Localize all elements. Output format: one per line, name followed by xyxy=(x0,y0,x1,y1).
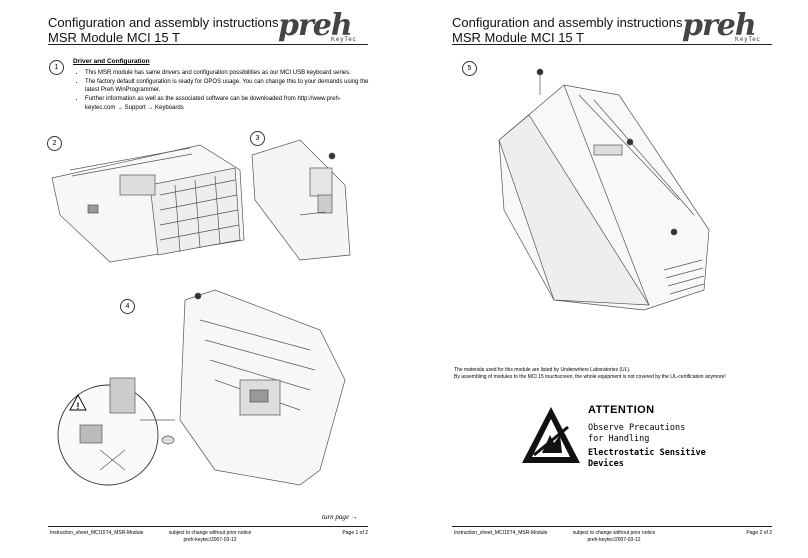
footer-center: subject to change without prior notice p… xyxy=(564,530,664,543)
section-heading: Driver and Configuration xyxy=(73,58,150,65)
header-rule xyxy=(48,44,368,45)
bullet-item: Further information as well as the assoc… xyxy=(85,95,370,112)
ul-note-line-2: By assembling of modules to the MCI 15 t… xyxy=(454,373,726,380)
page-title: Configuration and assembly instructions … xyxy=(48,15,279,45)
assembly-illustrations: ! xyxy=(51,139,351,486)
figure-2-monitor-back xyxy=(51,144,245,263)
attention-line-4: Devices xyxy=(588,459,624,469)
turn-page-hint: turn page → xyxy=(322,513,358,521)
step-3-marker: 3 xyxy=(250,131,265,146)
page-title: Configuration and assembly instructions … xyxy=(452,15,683,45)
esd-warning-icon xyxy=(522,407,580,463)
attention-line-2: for Handling xyxy=(588,434,650,444)
logo-sub-text: KeyTec xyxy=(735,37,761,43)
bullet-list: This MSR module has same drivers and con… xyxy=(73,69,370,113)
bullet-item: The factory default configuration is rea… xyxy=(85,78,370,95)
footer-center-line-2: preh-keytec/2007-03-12 xyxy=(587,536,641,543)
logo-sub-text: KeyTec xyxy=(331,37,357,43)
figure-3-detail xyxy=(251,139,351,261)
header-rule xyxy=(452,44,772,45)
footer-rule xyxy=(452,526,772,527)
figure-5-assembly xyxy=(498,68,710,311)
logo-main-text: preh xyxy=(278,8,353,43)
svg-text:!: ! xyxy=(77,401,80,411)
ul-note-line-1: The materials used for this module are l… xyxy=(454,367,631,373)
bullet-item: This MSR module has same drivers and con… xyxy=(85,69,370,77)
footer-rule xyxy=(48,526,368,527)
footer-center-line-2: preh-keytec/2007-03-12 xyxy=(183,536,237,543)
esd-attention-box: ATTENTION Observe Precautions for Handli… xyxy=(520,400,710,475)
attention-line-3: Electrostatic Sensitive xyxy=(588,448,706,458)
footer-left: Instruction_sheet_MCI15T4_MSR-Module xyxy=(454,530,548,536)
footer-page-number: Page 1 of 2 xyxy=(342,530,368,536)
title-line-2: MSR Module MCI 15 T xyxy=(48,30,180,45)
page-2: Configuration and assembly instructions … xyxy=(404,0,808,558)
step-2-marker: 2 xyxy=(47,136,62,151)
step-5-marker: 5 xyxy=(462,61,477,76)
title-line-1: Configuration and assembly instructions xyxy=(48,15,279,30)
step-1-marker: 1 xyxy=(49,60,64,75)
footer-center-line-1: subject to change without prior notice xyxy=(572,530,656,536)
title-line-2: MSR Module MCI 15 T xyxy=(452,30,584,45)
title-line-1: Configuration and assembly instructions xyxy=(452,15,683,30)
page-1: Configuration and assembly instructions … xyxy=(0,0,404,558)
ul-note: The materials used for this module are l… xyxy=(454,367,774,380)
attention-title: ATTENTION xyxy=(588,404,655,416)
footer-page-number: Page 2 of 2 xyxy=(746,530,772,536)
logo-main-text: preh xyxy=(682,8,757,43)
preh-logo: preh KeyTec xyxy=(276,8,366,46)
figure-4-module-insertion: ! xyxy=(57,289,346,486)
attention-line-1: Observe Precautions xyxy=(588,423,686,433)
footer-left: Instruction_sheet_MCI15T4_MSR-Module xyxy=(50,530,144,536)
footer-center-line-1: subject to change without prior notice xyxy=(168,530,252,536)
footer-center: subject to change without prior notice p… xyxy=(160,530,260,543)
preh-logo: preh KeyTec xyxy=(680,8,770,46)
step-4-marker: 4 xyxy=(120,299,135,314)
